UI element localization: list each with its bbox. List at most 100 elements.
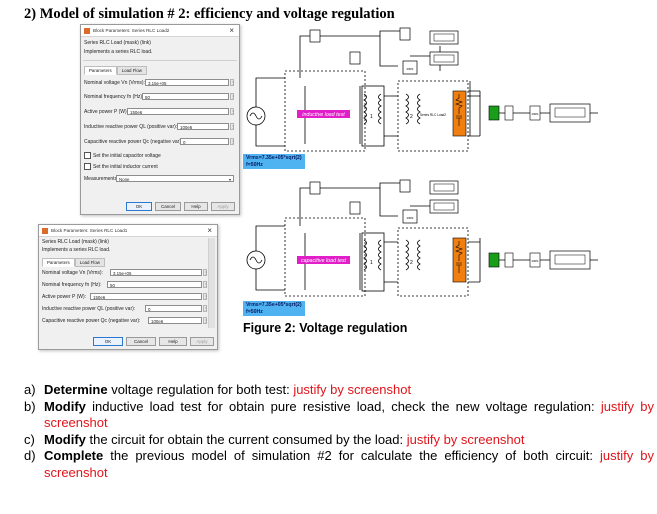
capacitive-power-input[interactable]: 0 xyxy=(180,138,229,145)
question-keyword: Determine xyxy=(44,382,108,397)
parameter-menu-icon[interactable]: ⋮ xyxy=(230,93,235,100)
transformer-port-1: 1 xyxy=(370,114,373,120)
voltage-measurement-block[interactable] xyxy=(309,181,321,195)
question-requirement: justify by screenshot xyxy=(293,382,412,397)
capacitive-power-input[interactable]: 100e6 xyxy=(148,317,202,324)
display-value xyxy=(433,202,455,211)
gain-block[interactable] xyxy=(504,252,514,268)
parameter-menu-icon[interactable]: ⋮ xyxy=(230,108,235,115)
inductive-power-input[interactable]: 0 xyxy=(145,305,202,312)
checkbox-label: Set the initial capacitor voltage xyxy=(93,152,161,159)
tab-load-flow[interactable]: Load Flow xyxy=(74,258,105,267)
dialog-scrollbar[interactable] xyxy=(208,238,215,328)
field-label-capacitive-power: Capacitive reactive power Qc (negative v… xyxy=(84,139,183,145)
transformer-block[interactable] xyxy=(361,85,385,147)
series-rlc-load[interactable] xyxy=(452,237,467,283)
gain-block[interactable] xyxy=(504,105,514,121)
active-power-input[interactable]: 150e6 xyxy=(127,108,229,115)
close-icon[interactable]: × xyxy=(207,226,212,235)
cancel-button[interactable]: Cancel xyxy=(155,202,181,211)
apply-button[interactable]: Apply xyxy=(190,337,214,346)
parameter-menu-icon[interactable]: ⋮ xyxy=(230,138,235,145)
cancel-button[interactable]: Cancel xyxy=(126,337,156,346)
capacitive-load-test-label: capacitive load test xyxy=(301,258,347,264)
nominal-frequency-input[interactable]: 50 xyxy=(107,281,202,288)
dialog-titlebar[interactable]: Block Parameters: Series RLC Load1 × xyxy=(39,225,217,237)
nominal-voltage-input[interactable]: 3.15e+05 xyxy=(145,79,229,86)
series-rlc-load[interactable] xyxy=(452,90,467,137)
display-value xyxy=(554,254,586,265)
close-icon[interactable]: × xyxy=(229,26,234,35)
source-voltage-text: Vrms=7.35e+05*sqrt(2) xyxy=(246,155,302,161)
inductive-load-test-label: inductive load test xyxy=(302,112,345,118)
simulink-block-icon xyxy=(84,27,90,34)
voltage-measurement-block[interactable] xyxy=(399,27,411,41)
divider xyxy=(83,60,237,61)
voltage-measurement-block[interactable] xyxy=(399,179,411,193)
field-label-nominal-voltage: Nominal voltage Vn (Vrms): xyxy=(42,270,103,276)
question-keyword: Modify xyxy=(44,398,86,414)
field-label-nominal-frequency: Nominal frequency fn (Hz): xyxy=(42,282,102,288)
field-label-active-power: Active power P (W): xyxy=(84,109,129,115)
initial-inductor-checkbox[interactable]: Set the initial inductor current xyxy=(84,163,158,170)
checkbox-box[interactable] xyxy=(84,163,91,170)
checkbox-box[interactable] xyxy=(84,152,91,159)
transformer-block[interactable] xyxy=(361,232,385,292)
source-parameters-tag: Vrms=7.35e+05*sqrt(2) f=50Hz xyxy=(243,301,305,316)
dialog-tabs: Parameters Load Flow xyxy=(84,66,147,75)
current-measurement-block[interactable] xyxy=(488,252,500,268)
help-button[interactable]: Help xyxy=(159,337,187,346)
question-requirement: justify by screenshot xyxy=(44,398,654,431)
tab-parameters[interactable]: Parameters xyxy=(42,258,75,267)
mask-description-line1: Series RLC Load (mask) (link) xyxy=(42,239,109,245)
rms-block[interactable] xyxy=(402,209,418,224)
parameter-menu-icon[interactable]: ⋮ xyxy=(230,79,235,86)
tab-load-flow[interactable]: Load Flow xyxy=(116,66,147,75)
simulink-block-icon xyxy=(42,227,48,234)
parameter-menu-icon[interactable]: ⋮ xyxy=(230,123,235,130)
ok-button[interactable]: OK xyxy=(126,202,152,211)
voltage-measurement-block[interactable] xyxy=(349,51,361,65)
parameter-menu-icon[interactable]: ⋮ xyxy=(203,305,208,312)
question-text: voltage regulation for both test: xyxy=(107,382,294,397)
inductive-power-input[interactable]: 100e6 xyxy=(177,123,229,130)
parameter-menu-icon[interactable]: ⋮ xyxy=(203,281,208,288)
nominal-frequency-input[interactable]: 50 xyxy=(142,93,229,100)
question-letter: a) xyxy=(24,382,36,397)
transformer-frame xyxy=(397,227,469,297)
question-list: a) Determine voltage regulation for both … xyxy=(24,382,654,482)
voltage-measurement-block[interactable] xyxy=(349,201,361,215)
tab-parameters[interactable]: Parameters xyxy=(84,66,117,75)
source-voltage-text: Vrms=7.35e+05*sqrt(2) xyxy=(246,302,302,308)
measurements-select[interactable]: None ▾ xyxy=(116,175,234,182)
transformer-port-2: 2 xyxy=(410,260,413,266)
parameter-menu-icon[interactable]: ⋮ xyxy=(203,293,208,300)
active-power-input[interactable]: 150e6 xyxy=(90,293,202,300)
mask-description-line2: Implements a series RLC load. xyxy=(42,247,111,253)
transformer-frame xyxy=(397,80,469,152)
field-label-inductive-power: Inductive reactive power QL (positive va… xyxy=(84,124,178,130)
question-letter: c) xyxy=(24,431,35,447)
question-item: d)Complete the previous model of simulat… xyxy=(24,448,654,481)
apply-button[interactable]: Apply xyxy=(211,202,235,211)
initial-capacitor-checkbox[interactable]: Set the initial capacitor voltage xyxy=(84,152,161,159)
voltage-measurement-block[interactable] xyxy=(309,29,321,43)
current-measurement-block[interactable] xyxy=(488,105,500,121)
rms-label: RMS xyxy=(532,112,539,116)
rms-block[interactable] xyxy=(529,105,541,121)
help-button[interactable]: Help xyxy=(184,202,208,211)
rlc-load-name: Series RLC Load2 xyxy=(420,113,446,117)
dialog-titlebar[interactable]: Block Parameters: Series RLC Load2 × xyxy=(81,25,239,37)
question-keyword: Modify xyxy=(44,431,86,447)
rms-block[interactable] xyxy=(402,60,418,75)
inductive-load-circuit-diagram: inductive load test 1 2 Series RLC Load2… xyxy=(246,27,598,152)
source-frequency-text: f=50Hz xyxy=(246,308,263,315)
mask-description-line2: Implements a series RLC load. xyxy=(84,49,153,55)
rms-block[interactable] xyxy=(529,252,541,268)
ok-button[interactable]: OK xyxy=(93,337,123,346)
parameter-menu-icon[interactable]: ⋮ xyxy=(203,317,208,324)
figure-caption: Figure 2: Voltage regulation xyxy=(243,321,408,335)
nominal-voltage-input[interactable]: 3.15e+05 xyxy=(110,269,202,276)
block-parameters-dialog-load2: Block Parameters: Series RLC Load2 × Ser… xyxy=(80,24,240,215)
parameter-menu-icon[interactable]: ⋮ xyxy=(203,269,208,276)
